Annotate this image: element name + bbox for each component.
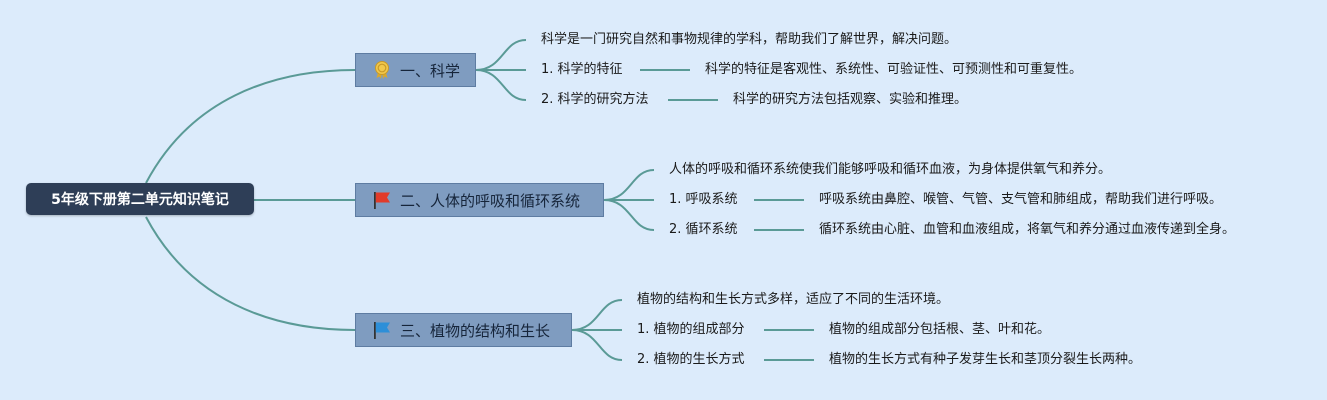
topic-1-item-2-detail[interactable]: 科学的研究方法包括观察、实验和推理。 xyxy=(733,92,968,107)
topic-3-item-1[interactable]: 1. 植物的组成部分 xyxy=(637,322,745,337)
connector-root-topic-1 xyxy=(145,69,356,184)
connector-topic-2-item-2 xyxy=(603,199,655,231)
topic-node-science[interactable]: 一、科学 xyxy=(355,53,476,87)
topic-2-item-2[interactable]: 2. 循环系统 xyxy=(669,222,738,237)
topic-1-item-1-detail[interactable]: 科学的特征是客观性、系统性、可验证性、可预测性和可重复性。 xyxy=(705,62,1083,77)
topic-label: 三、植物的结构和生长 xyxy=(400,321,551,340)
blue-flag-icon xyxy=(374,322,390,339)
connector-root-topic-3 xyxy=(145,216,356,331)
root-node[interactable]: 5年级下册第二单元知识笔记 xyxy=(26,183,254,215)
connector-topic-3-item-2 xyxy=(571,329,623,361)
connector-topic-3-intro xyxy=(571,299,623,331)
topic-3-item-1-detail[interactable]: 植物的组成部分包括根、茎、叶和花。 xyxy=(829,322,1051,337)
red-flag-icon xyxy=(374,192,390,209)
root-label: 5年级下册第二单元知识笔记 xyxy=(51,192,229,208)
topic-label: 二、人体的呼吸和循环系统 xyxy=(400,191,581,210)
topic-1-item-2[interactable]: 2. 科学的研究方法 xyxy=(541,92,649,107)
topic-3-item-2-detail[interactable]: 植物的生长方式有种子发芽生长和茎顶分裂生长两种。 xyxy=(829,352,1142,367)
connector-topic-1-intro xyxy=(475,39,527,71)
topic-1-item-1[interactable]: 1. 科学的特征 xyxy=(541,62,623,77)
topic-3-item-2[interactable]: 2. 植物的生长方式 xyxy=(637,352,745,367)
connector-topic-2-intro xyxy=(603,169,655,201)
topic-2-item-2-detail[interactable]: 循环系统由心脏、血管和血液组成，将氧气和养分通过血液传递到全身。 xyxy=(819,222,1236,237)
topic-node-plant-structure-growth[interactable]: 三、植物的结构和生长 xyxy=(355,313,572,347)
topic-node-respiration-circulation[interactable]: 二、人体的呼吸和循环系统 xyxy=(355,183,604,217)
topic-2-item-1-detail[interactable]: 呼吸系统由鼻腔、喉管、气管、支气管和肺组成，帮助我们进行呼吸。 xyxy=(819,192,1223,207)
topic-2-intro[interactable]: 人体的呼吸和循环系统使我们能够呼吸和循环血液，为身体提供氧气和养分。 xyxy=(669,162,1112,177)
topic-3-intro[interactable]: 植物的结构和生长方式多样，适应了不同的生活环境。 xyxy=(637,292,950,307)
award-ribbon-icon xyxy=(375,61,389,79)
topic-1-intro[interactable]: 科学是一门研究自然和事物规律的学科，帮助我们了解世界，解决问题。 xyxy=(541,32,958,47)
connector-topic-1-item-2 xyxy=(475,69,527,101)
topic-2-item-1[interactable]: 1. 呼吸系统 xyxy=(669,192,738,207)
topic-label: 一、科学 xyxy=(400,61,461,80)
